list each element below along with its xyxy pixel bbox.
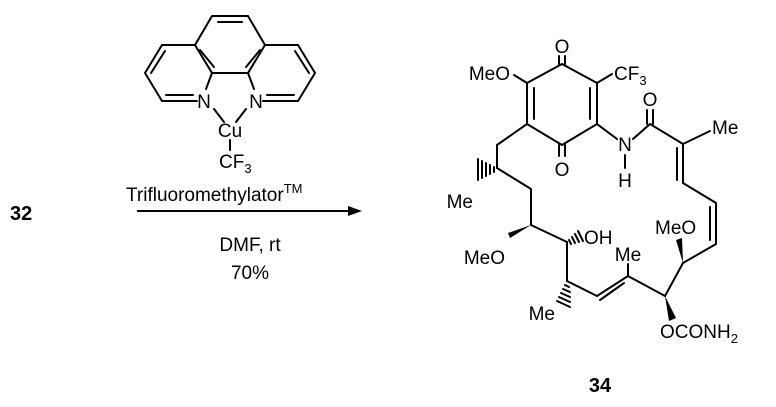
methyl-lower-chain: Me (529, 304, 555, 325)
copper-atom: Cu (218, 121, 242, 142)
methoxy-chain: MeO (464, 248, 505, 269)
reagent-trademark: TM (284, 181, 303, 196)
product-structure: O O CF3 MeO O N H Me Me OH MeO MeO Me Me… (447, 37, 739, 346)
product-cf3: CF3 (614, 64, 647, 88)
quinone-o-bottom: O (555, 160, 570, 181)
amide-h: H (618, 171, 632, 192)
reagent-structure: N N Cu CF3 (144, 15, 316, 176)
reagent-name: TrifluoromethylatorTM (126, 181, 302, 206)
product-cf3-main: CF (614, 64, 639, 85)
starting-material-label: 32 (10, 203, 32, 225)
carbamate-main: OCONH (660, 322, 731, 343)
amide-n: N (618, 135, 632, 156)
reagent-name-main: Trifluoromethylator (126, 185, 284, 206)
reaction-arrowhead (348, 206, 362, 216)
conditions-solvent: DMF, rt (219, 235, 281, 256)
product-label: 34 (589, 375, 612, 397)
methyl-dienyl: Me (712, 118, 738, 139)
conditions-yield: 70% (231, 263, 269, 284)
carbamate-sub: 2 (731, 331, 738, 346)
carbamate: OCONH2 (660, 322, 738, 346)
methoxy-quinone: MeO (469, 64, 510, 85)
hashed-bond-me-upper (477, 158, 495, 181)
methyl-upper-chain: Me (447, 192, 473, 213)
amide-o: O (643, 90, 658, 111)
reagent-cf3-sub: 3 (244, 161, 251, 176)
quinone-o-top: O (555, 37, 570, 58)
methyl-vinyl: Me (615, 245, 641, 266)
reagent-cf3: CF3 (219, 152, 252, 176)
quinone-ring (513, 55, 613, 157)
ligand-n-right: N (249, 92, 263, 113)
reagent-cf3-main: CF (219, 152, 244, 173)
phenanthroline-ligand (144, 15, 316, 151)
methoxy-allylic: MeO (655, 218, 696, 239)
ligand-n-left: N (197, 92, 211, 113)
product-cf3-sub: 3 (639, 73, 646, 88)
hashed-bond-oh (568, 230, 584, 245)
macrocycle (477, 109, 717, 321)
hydroxyl: OH (584, 228, 613, 249)
hashed-bond-me-lower (556, 284, 571, 308)
